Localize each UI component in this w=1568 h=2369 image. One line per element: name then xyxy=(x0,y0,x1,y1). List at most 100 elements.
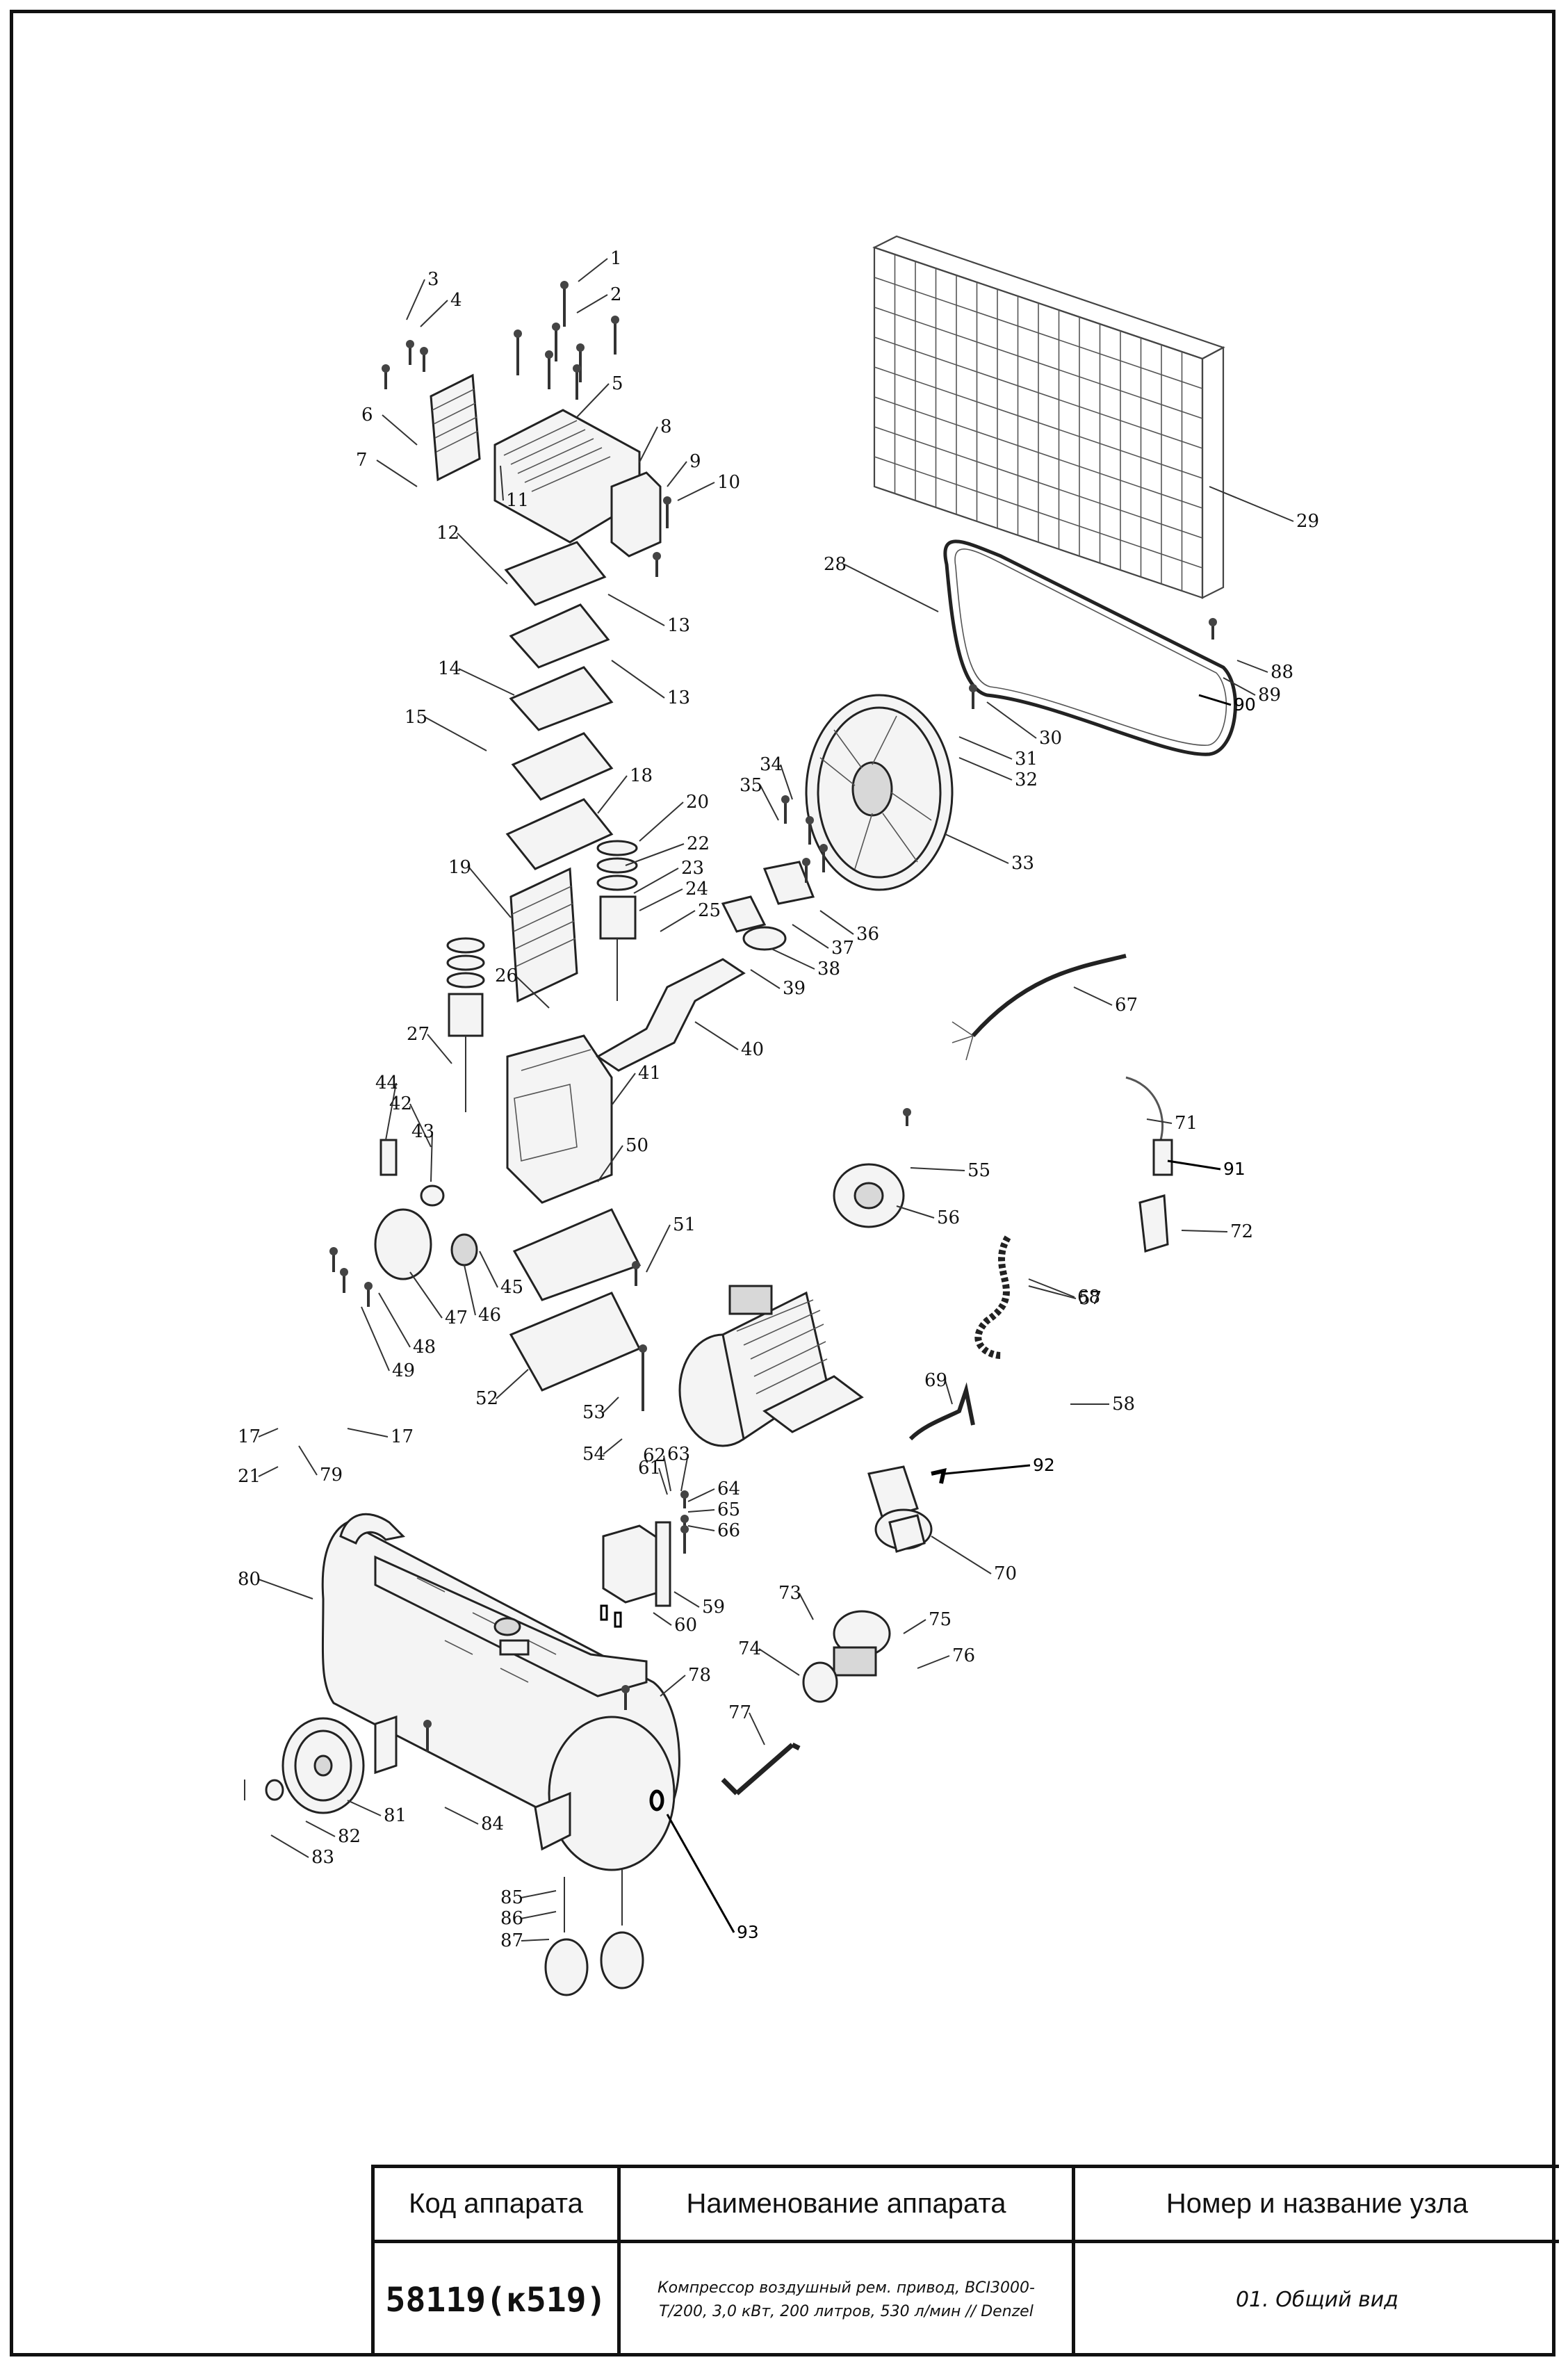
callout-74: 74 xyxy=(738,1638,761,1659)
callout-22: 22 xyxy=(687,833,710,854)
callout-63: 63 xyxy=(667,1444,690,1465)
callout-3: 3 xyxy=(427,269,439,290)
callout-30: 30 xyxy=(1039,728,1062,749)
belt-guard-grille xyxy=(872,235,1225,599)
callout-86: 86 xyxy=(500,1908,523,1929)
callout-91: 91 xyxy=(1223,1159,1246,1179)
callout-10: 10 xyxy=(717,472,740,493)
callout-70: 70 xyxy=(994,1563,1017,1584)
callout-71: 71 xyxy=(1175,1113,1198,1134)
callout-17: 17 xyxy=(391,1426,414,1447)
power-cable xyxy=(971,954,1127,1037)
callout-18: 18 xyxy=(630,765,653,786)
callout-48: 48 xyxy=(413,1337,436,1358)
callout-60: 60 xyxy=(674,1615,697,1636)
header-node: Номер и название узла xyxy=(1075,2168,1559,2243)
callout-75: 75 xyxy=(929,1609,952,1630)
caster-wheels xyxy=(544,1870,644,1996)
pressure-switch xyxy=(602,1521,671,1607)
callout-20: 20 xyxy=(686,792,709,813)
callout-72: 72 xyxy=(1230,1221,1253,1242)
callout-28: 28 xyxy=(824,554,847,575)
callout-4: 4 xyxy=(450,290,462,311)
callout-85: 85 xyxy=(500,1887,523,1908)
callout-32: 32 xyxy=(1015,770,1038,790)
callout-45: 45 xyxy=(500,1277,523,1298)
callout-47: 47 xyxy=(445,1308,468,1328)
callout-40: 40 xyxy=(741,1039,764,1060)
air-tank xyxy=(321,1513,680,1871)
callout-59: 59 xyxy=(702,1597,725,1618)
callout-81: 81 xyxy=(384,1805,407,1826)
motor-pulley xyxy=(833,1163,905,1228)
callout-54: 54 xyxy=(582,1444,605,1465)
callout-69: 69 xyxy=(924,1370,947,1391)
callout-27: 27 xyxy=(407,1024,430,1045)
callout-19: 19 xyxy=(448,857,471,878)
header-code: Код аппарата xyxy=(375,2168,621,2243)
bearing-cover xyxy=(721,861,815,933)
callout-55: 55 xyxy=(967,1160,990,1181)
valve-plates xyxy=(504,541,614,870)
callout-66: 66 xyxy=(717,1520,740,1541)
callout-33: 33 xyxy=(1011,853,1034,874)
callout-6: 6 xyxy=(361,405,373,425)
callout-7: 7 xyxy=(356,450,368,471)
crankcase-cover xyxy=(509,1208,642,1392)
callout-90: 90 xyxy=(1234,694,1256,715)
fasteners xyxy=(329,281,1217,1752)
handle-bar xyxy=(721,1742,801,1796)
callout-61: 61 xyxy=(638,1458,661,1479)
callout-25: 25 xyxy=(698,900,721,921)
callout-44: 44 xyxy=(375,1073,398,1093)
value-code: 58119(к519) xyxy=(375,2243,621,2356)
callout-15: 15 xyxy=(405,707,427,728)
oil-cap-and-breather xyxy=(374,1139,478,1280)
drive-belt xyxy=(943,539,1237,756)
check-valve xyxy=(867,1465,933,1553)
callout-1: 1 xyxy=(610,248,622,269)
callout-80: 80 xyxy=(238,1569,261,1590)
relief-valve xyxy=(1138,1194,1169,1253)
callout-77: 77 xyxy=(728,1702,751,1723)
crankshaft xyxy=(596,926,787,1072)
value-node: 01. Общий вид xyxy=(1235,2288,1399,2312)
callout-46: 46 xyxy=(478,1305,501,1326)
callout-14: 14 xyxy=(438,658,461,679)
callout-43: 43 xyxy=(411,1121,434,1142)
callout-88: 88 xyxy=(1271,662,1293,683)
callout-87: 87 xyxy=(500,1930,523,1951)
callout-12: 12 xyxy=(436,523,459,544)
transport-wheel xyxy=(244,1717,365,1814)
callout-17: 17 xyxy=(238,1426,261,1447)
callout-21: 21 xyxy=(238,1466,261,1487)
callout-8: 8 xyxy=(660,416,672,437)
cylinder-block xyxy=(509,867,578,1003)
callout-68: 68 xyxy=(1077,1287,1100,1308)
piston-rings xyxy=(446,840,638,1112)
cylinder-head xyxy=(493,409,662,557)
callout-31: 31 xyxy=(1015,749,1038,770)
callout-5: 5 xyxy=(612,373,623,394)
callout-83: 83 xyxy=(311,1847,334,1868)
callout-84: 84 xyxy=(481,1814,504,1834)
header-name: Наименование аппарата xyxy=(621,2168,1075,2243)
callout-73: 73 xyxy=(778,1583,801,1604)
callout-39: 39 xyxy=(783,978,806,999)
callout-2: 2 xyxy=(610,284,622,305)
callout-64: 64 xyxy=(717,1479,740,1499)
callout-53: 53 xyxy=(582,1402,605,1423)
callout-79: 79 xyxy=(320,1465,343,1485)
callout-37: 37 xyxy=(831,938,854,959)
callout-76: 76 xyxy=(952,1645,975,1666)
regulator-valve xyxy=(802,1610,891,1703)
flex-hose xyxy=(974,1235,1011,1359)
callout-65: 65 xyxy=(717,1499,740,1520)
title-block: Код аппарата Наименование аппарата Номер… xyxy=(371,2165,1559,2356)
callout-23: 23 xyxy=(681,858,704,879)
electric-motor xyxy=(678,1285,864,1447)
callout-29: 29 xyxy=(1296,511,1319,532)
drawing-frame xyxy=(10,10,1555,2356)
